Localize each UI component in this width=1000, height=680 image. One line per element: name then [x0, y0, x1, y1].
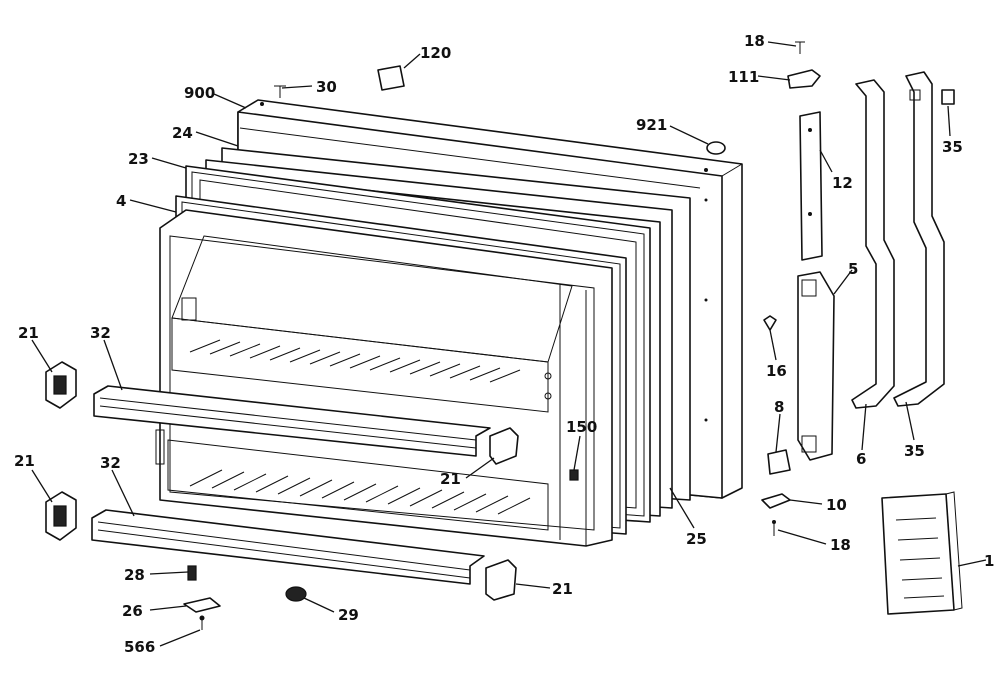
- inner-door-liner: [155, 209, 613, 547]
- callout-35-bottom: 35: [904, 442, 925, 460]
- clip-26: [183, 597, 221, 613]
- callout-25: 25: [686, 530, 707, 548]
- hinge-pin-111: [787, 69, 821, 89]
- plug-29: [285, 586, 307, 602]
- callout-4: 4: [116, 192, 126, 210]
- callout-150: 150: [566, 418, 597, 436]
- callout-21-left-top: 21: [18, 324, 39, 342]
- callout-26: 26: [122, 602, 143, 620]
- callout-8: 8: [774, 398, 784, 416]
- callout-35-top: 35: [942, 138, 963, 156]
- shelf-end-cap-bottom: [485, 559, 517, 601]
- callout-21-bottom: 21: [552, 580, 573, 598]
- callout-30: 30: [316, 78, 337, 96]
- shelf-end-cap-center: [489, 427, 519, 465]
- callout-21-center: 21: [440, 470, 461, 488]
- callout-32-bottom: 32: [100, 454, 121, 472]
- callout-120: 120: [420, 44, 451, 62]
- door-shelf-rail-upper: [93, 385, 491, 457]
- callout-29: 29: [338, 606, 359, 624]
- handle-cap-120: [377, 65, 405, 91]
- plug-921: [706, 141, 726, 155]
- handle-mount-5: [797, 271, 835, 461]
- callout-28: 28: [124, 566, 145, 584]
- screw-30: [274, 85, 286, 98]
- screw-566: [199, 615, 205, 630]
- callout-labels: 120 30 900 24 23 4 921 18 111 12 35 5 16…: [14, 32, 994, 656]
- door-shelf-rail-lower: [91, 509, 485, 585]
- callout-921: 921: [636, 116, 667, 134]
- hinge-10: [761, 493, 791, 509]
- callout-6: 6: [856, 450, 866, 468]
- shelf-end-cap-left-top: [45, 361, 77, 409]
- fastener-150: [569, 469, 579, 481]
- handle-end-8: [767, 449, 791, 475]
- callout-12: 12: [832, 174, 853, 192]
- instruction-manual-1: [881, 491, 963, 615]
- door-handle-6: [851, 79, 895, 409]
- callout-18-top: 18: [744, 32, 765, 50]
- screw-18-bottom: [772, 520, 776, 536]
- callout-16: 16: [766, 362, 787, 380]
- fastener-28: [187, 565, 197, 581]
- handle-mount-12: [799, 111, 823, 261]
- handle-cap-35: [941, 89, 955, 105]
- callout-23: 23: [128, 150, 149, 168]
- screw-16: [763, 315, 777, 331]
- callout-566: 566: [124, 638, 155, 656]
- leader-lines: [31, 41, 987, 647]
- callout-1: 1: [984, 552, 994, 570]
- callout-5: 5: [848, 260, 858, 278]
- door-handle-35: [893, 71, 945, 407]
- callout-10: 10: [826, 496, 847, 514]
- callout-32-top: 32: [90, 324, 111, 342]
- callout-24: 24: [172, 124, 193, 142]
- callout-900: 900: [184, 84, 215, 102]
- callout-21-left-bottom: 21: [14, 452, 35, 470]
- screw-18-top: [795, 41, 805, 54]
- shelf-end-cap-left-bottom: [45, 491, 77, 541]
- callout-111: 111: [728, 68, 759, 86]
- callout-18-bottom: 18: [830, 536, 851, 554]
